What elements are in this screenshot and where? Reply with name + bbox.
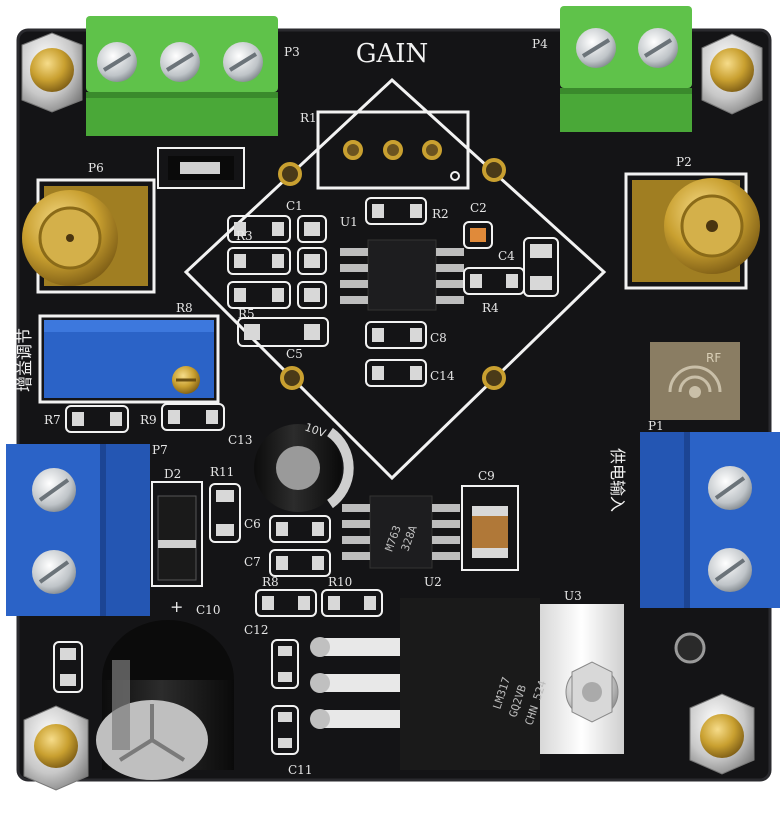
pcb	[18, 30, 770, 780]
svg-text:D2: D2	[164, 467, 181, 481]
svg-text:P4: P4	[532, 37, 548, 51]
svg-text:C2: C2	[470, 201, 487, 215]
svg-text:R1: R1	[300, 111, 317, 125]
svg-text:U3: U3	[564, 589, 582, 603]
svg-text:R7: R7	[44, 413, 61, 427]
u2-ic: M763 328A	[342, 495, 460, 569]
r1-footprint	[316, 110, 470, 190]
rf-logo: RF	[650, 342, 740, 420]
terminal-block-p3	[86, 16, 278, 136]
terminal-block-p7	[6, 444, 150, 616]
svg-text:P6: P6	[88, 161, 104, 175]
power-input-label: 供电输入	[608, 448, 627, 512]
svg-text:R8: R8	[176, 301, 193, 315]
svg-text:R10: R10	[328, 575, 352, 589]
gain-diamond-outline	[183, 77, 607, 481]
svg-text:R9: R9	[140, 413, 157, 427]
svg-text:P1: P1	[648, 419, 664, 433]
svg-text:C10: C10	[196, 603, 220, 617]
svg-text:C11: C11	[288, 763, 312, 777]
jumper-header	[157, 147, 245, 189]
svg-text:C6: C6	[244, 517, 261, 531]
capacitor-c13: 10V	[254, 421, 354, 512]
svg-text:P3: P3	[284, 45, 300, 59]
diode-d2	[151, 481, 203, 587]
terminal-block-p4	[560, 6, 692, 132]
gain-adjust-label: 增益调节	[15, 328, 34, 392]
voltage-regulator-u3: LM317 GQ2VB CHN 524	[310, 598, 624, 770]
svg-text:C12: C12	[244, 623, 268, 637]
board-title: GAIN	[356, 39, 429, 69]
standoff-bottom-right	[689, 693, 755, 775]
svg-text:C8: C8	[430, 331, 447, 345]
capacitor-c10	[96, 620, 234, 780]
svg-text:R11: R11	[210, 465, 234, 479]
svg-text:C4: C4	[498, 249, 515, 263]
svg-text:R5: R5	[238, 307, 255, 321]
standoff-top-right	[701, 33, 763, 115]
svg-text:C9: C9	[478, 469, 495, 483]
u1-opamp	[340, 239, 464, 311]
standoff-bottom-left	[23, 705, 89, 791]
svg-text:R3: R3	[236, 229, 253, 243]
svg-text:C1: C1	[286, 199, 303, 213]
svg-text:+: +	[170, 597, 183, 616]
diamond-pads	[278, 158, 506, 390]
svg-text:R8: R8	[262, 575, 279, 589]
svg-text:P2: P2	[676, 155, 692, 169]
capacitor-c9	[461, 485, 519, 571]
trimmer-potentiometer-r8	[38, 314, 220, 404]
svg-text:C14: C14	[430, 369, 455, 383]
smd-passives-cluster	[227, 197, 559, 387]
terminal-block-p1	[640, 432, 780, 608]
svg-text:R4: R4	[482, 301, 499, 315]
svg-text:C13: C13	[228, 433, 252, 447]
svg-text:C5: C5	[286, 347, 303, 361]
standoff-top-left	[21, 32, 83, 113]
svg-text:U2: U2	[424, 575, 442, 589]
svg-text:P7: P7	[152, 443, 168, 457]
sma-connector-left	[22, 178, 156, 294]
svg-text:U1: U1	[340, 215, 358, 229]
svg-text:C7: C7	[244, 555, 261, 569]
svg-text:R2: R2	[432, 207, 449, 221]
sma-connector-right	[624, 172, 760, 290]
svg-text:RF: RF	[706, 351, 721, 365]
